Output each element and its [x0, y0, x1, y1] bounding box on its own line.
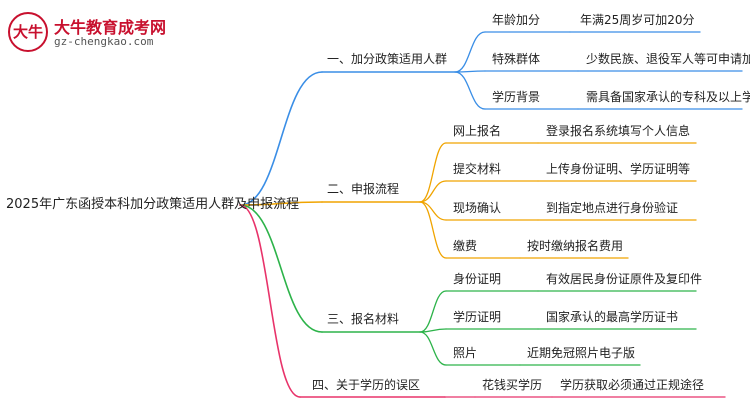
item-label: 花钱买学历: [482, 378, 543, 392]
item-detail: 少数民族、退役军人等可申请加分: [586, 52, 750, 66]
item-connector: [419, 201, 447, 259]
item-detail: 上传身份证明、学历证明等: [546, 162, 691, 176]
branch-label-4: 四、关于学历的误区: [312, 378, 421, 392]
item-connector: [419, 142, 447, 203]
logo: 大牛 大牛教育成考网 gz-chengkao.com: [8, 12, 208, 56]
item-connector: [419, 180, 447, 203]
logo-url: gz-chengkao.com: [54, 35, 154, 48]
item-connector: [419, 331, 447, 366]
item-connector: [454, 71, 486, 110]
item-detail: 需具备国家承认的专科及以上学历: [586, 90, 750, 104]
item-connector: [454, 31, 486, 73]
item-detail: 到指定地点进行身份验证: [546, 201, 679, 215]
item-detail: 近期免冠照片电子版: [527, 346, 636, 360]
logo-name: 大牛教育成考网: [54, 18, 167, 37]
item-connector: [454, 70, 486, 73]
branch-connector-1: [239, 71, 323, 206]
item-label: 身份证明: [453, 272, 502, 286]
item-label: 特殊群体: [492, 52, 541, 66]
item-detail: 学历获取必须通过正规途径: [560, 378, 705, 392]
item-label: 年龄加分: [492, 13, 541, 27]
branch-label-2: 二、申报流程: [327, 182, 400, 196]
item-label: 现场确认: [453, 201, 502, 215]
item-label: 提交材料: [453, 162, 502, 176]
root-topic: 2025年广东函授本科加分政策适用人群及申报流程: [6, 197, 300, 212]
item-label: 照片: [453, 346, 478, 360]
item-label: 学历证明: [453, 310, 502, 324]
branch-connector-3: [239, 204, 323, 333]
logo-badge-icon: 大牛: [8, 12, 48, 52]
item-label: 学历背景: [492, 90, 541, 104]
branch-connector-4: [239, 204, 301, 398]
item-connector: [419, 290, 447, 333]
branch-connector-2: [239, 201, 323, 206]
item-detail: 有效居民身份证原件及复印件: [546, 272, 703, 286]
item-detail: 国家承认的最高学历证书: [546, 310, 679, 324]
item-detail: 年满25周岁可加20分: [580, 13, 695, 27]
item-detail: 登录报名系统填写个人信息: [546, 124, 691, 138]
item-label: 网上报名: [453, 124, 502, 138]
item-label: 缴费: [453, 239, 478, 253]
branch-label-3: 三、报名材料: [327, 312, 400, 326]
item-detail: 按时缴纳报名费用: [527, 239, 624, 253]
branch-label-1: 一、加分政策适用人群: [327, 52, 448, 66]
